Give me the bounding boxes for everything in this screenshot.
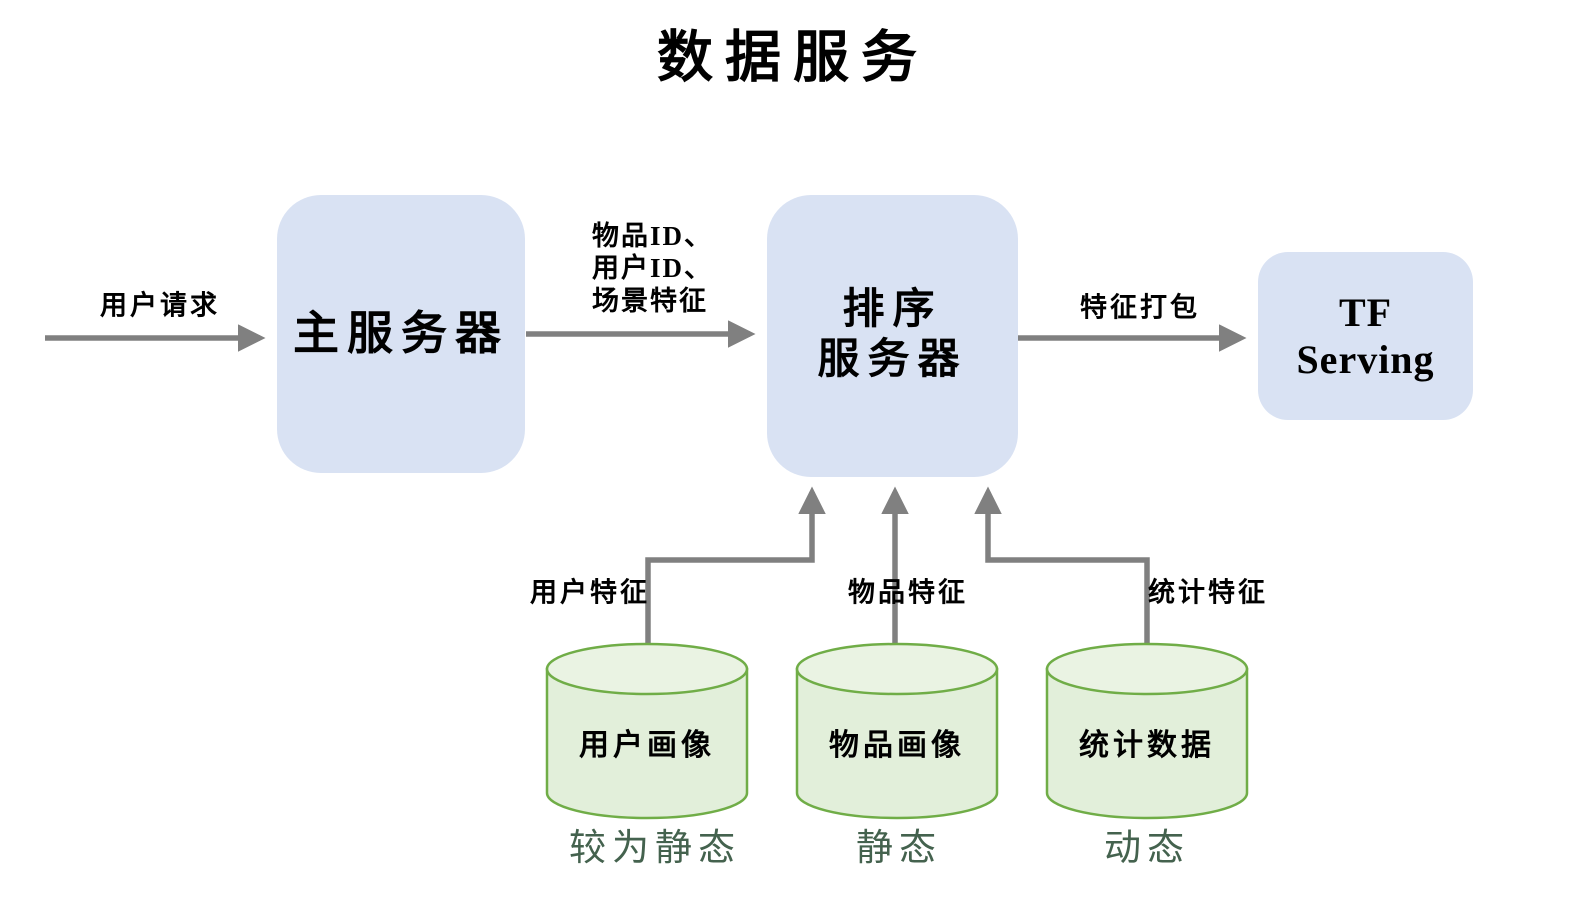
user-profile-db-shape [545, 642, 749, 820]
request-payload-line3: 场景特征 [592, 285, 708, 316]
user-features-label: 用户特征 [530, 577, 650, 608]
request-payload-label: 物品ID、 用户ID、 场景特征 [592, 220, 713, 317]
request-payload-line2: 用户ID、 [592, 253, 714, 284]
main-server-label: 主服务器 [293, 307, 509, 359]
tf-serving-node: TF Serving [1258, 252, 1473, 420]
stat-features-label: 统计特征 [1148, 577, 1268, 608]
item-features-label: 物品特征 [848, 577, 968, 608]
stat-features-connector [974, 486, 1150, 644]
tf-serving-label-line2: Serving [1296, 337, 1435, 382]
stats-db-label: 统计数据 [1079, 729, 1215, 762]
diagram-title: 数据服务 [657, 27, 929, 90]
stats-caption: 动态 [1104, 828, 1190, 869]
main-server-node: 主服务器 [277, 195, 525, 473]
rank-server-node: 排序 服务器 [767, 195, 1018, 477]
user-profile-db-label: 用户画像 [579, 729, 715, 762]
request-payload-line1: 物品ID、 [592, 221, 714, 251]
rank-server-label-line2: 服务器 [817, 337, 968, 383]
stats-db-shape [1045, 642, 1249, 820]
tf-serving-label-line1: TF [1338, 289, 1393, 335]
item-profile-caption: 静态 [856, 828, 942, 869]
item-profile-db-shape [795, 642, 999, 820]
user-profile-caption: 较为静态 [569, 828, 741, 869]
rank-server-label-line1: 排序 [842, 287, 943, 334]
user-features-connector [645, 486, 826, 644]
feature-pack-label: 特征打包 [1080, 292, 1200, 323]
user-request-label: 用户请求 [100, 290, 220, 321]
item-profile-db-label: 物品画像 [829, 729, 965, 762]
